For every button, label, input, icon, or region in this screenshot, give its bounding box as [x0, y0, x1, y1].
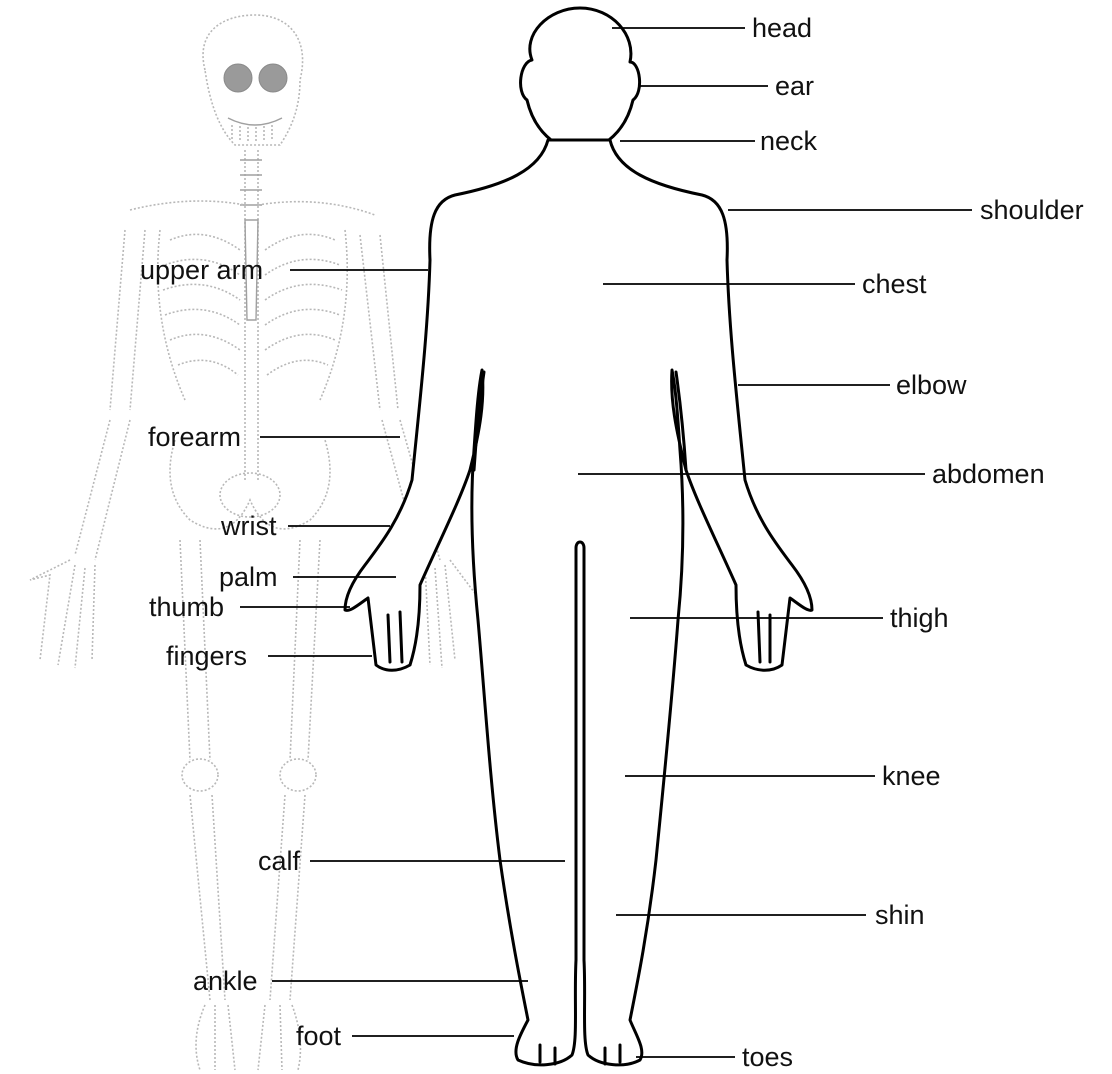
label-wrist: wrist — [220, 511, 277, 541]
label-ankle: ankle — [193, 966, 258, 996]
label-shoulder: shoulder — [980, 195, 1084, 225]
label-elbow: elbow — [896, 370, 967, 400]
label-knee: knee — [882, 761, 941, 791]
label-upper-arm: upper arm — [140, 255, 263, 285]
label-fingers: fingers — [166, 641, 247, 671]
label-toes: toes — [742, 1042, 793, 1072]
label-ear: ear — [775, 71, 814, 101]
label-chest: chest — [862, 269, 927, 299]
label-neck: neck — [760, 126, 818, 156]
label-foot: foot — [296, 1021, 342, 1051]
label-palm: palm — [219, 562, 278, 592]
body-outline — [345, 8, 812, 1065]
label-shin: shin — [875, 900, 925, 930]
label-thumb: thumb — [149, 592, 224, 622]
head-shape — [521, 8, 640, 150]
label-abdomen: abdomen — [932, 459, 1045, 489]
label-head: head — [752, 13, 812, 43]
label-thigh: thigh — [890, 603, 949, 633]
label-forearm: forearm — [148, 422, 241, 452]
label-calf: calf — [258, 846, 301, 876]
torso-shape — [345, 140, 812, 1065]
